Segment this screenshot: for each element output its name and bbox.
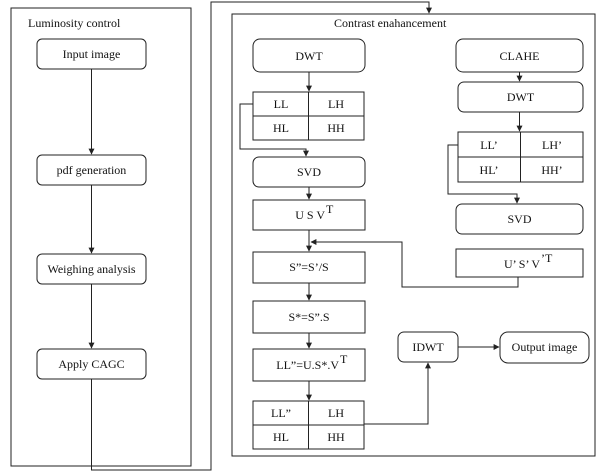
svd-prime-label: SVD <box>507 212 531 226</box>
edge-ll-to-svd <box>239 103 309 157</box>
final-subband-ll: LL” <box>271 406 291 420</box>
svd-node: SVD <box>252 156 366 188</box>
edge-prime-usv-to-sdp <box>310 239 519 288</box>
s-double-prime-label: S”=S’/S <box>289 260 328 274</box>
output-image-label: Output image <box>512 340 578 354</box>
luminosity-panel-title: Luminosity control <box>28 16 121 30</box>
prime-subband-hh: HH’ <box>541 163 562 177</box>
final-subband-grid: LL” LH HL HH <box>252 400 365 450</box>
s-star-label: S*=S”.S <box>288 310 329 324</box>
edge-prime-ll-to-svd <box>447 144 520 204</box>
edge-final-grid-to-idwt <box>364 362 431 425</box>
usv-prime-node: U’ S’ V ’T <box>455 248 584 278</box>
weighing-analysis-label: Weighing analysis <box>47 262 135 276</box>
svd-prime-node: SVD <box>455 203 584 235</box>
weighing-analysis-node: Weighing analysis <box>36 253 147 285</box>
ll-double-prime-superscript: T <box>340 352 348 366</box>
output-image-node: Output image <box>499 331 590 364</box>
pdf-generation-label: pdf generation <box>57 163 127 177</box>
contrast-panel <box>231 13 596 457</box>
input-image-node: Input image <box>36 38 147 70</box>
dwt-prime-label: DWT <box>507 90 535 104</box>
input-image-label: Input image <box>63 47 121 61</box>
edge-cagc-to-contrast <box>91 1 432 471</box>
usv-node: U S V T <box>252 199 366 231</box>
subband-grid: LL LH HL HH <box>252 91 365 141</box>
usv-label: U S V <box>295 208 325 222</box>
idwt-node: IDWT <box>397 331 459 363</box>
dwt-prime-node: DWT <box>457 81 584 113</box>
subband-ll: LL <box>274 97 289 111</box>
subband-hl: HL <box>273 121 289 135</box>
usv-prime-superscript: ’T <box>541 251 553 265</box>
prime-subband-lh: LH’ <box>542 138 562 152</box>
svd-label: SVD <box>297 165 321 179</box>
idwt-label: IDWT <box>412 340 444 354</box>
prime-subband-ll: LL’ <box>480 138 498 152</box>
subband-lh: LH <box>328 97 344 111</box>
clahe-node: CLAHE <box>455 38 584 73</box>
ll-double-prime-label: LL”=U.S*.V <box>276 358 339 372</box>
final-subband-hl: HL <box>273 430 289 444</box>
dwt-label: DWT <box>295 49 323 63</box>
subband-hh: HH <box>327 121 345 135</box>
clahe-label: CLAHE <box>500 49 540 63</box>
contrast-panel-title: Contrast enahancement <box>334 16 447 30</box>
ll-double-prime-node: LL”=U.S*.V T <box>252 348 366 382</box>
apply-cagc-node: Apply CAGC <box>36 348 147 380</box>
apply-cagc-label: Apply CAGC <box>58 357 124 371</box>
usv-prime-label: U’ S’ V <box>504 257 540 271</box>
final-subband-lh: LH <box>328 406 344 420</box>
luminosity-panel <box>10 7 192 467</box>
prime-subband-hl: HL’ <box>480 163 499 177</box>
pdf-generation-node: pdf generation <box>36 154 147 186</box>
final-subband-hh: HH <box>327 430 345 444</box>
usv-superscript: T <box>326 202 334 216</box>
s-double-prime-node: S”=S’/S <box>252 251 366 284</box>
prime-subband-grid: LL’ LH’ HL’ HH’ <box>457 131 584 183</box>
s-star-node: S*=S”.S <box>252 300 366 334</box>
dwt-node: DWT <box>252 38 366 73</box>
